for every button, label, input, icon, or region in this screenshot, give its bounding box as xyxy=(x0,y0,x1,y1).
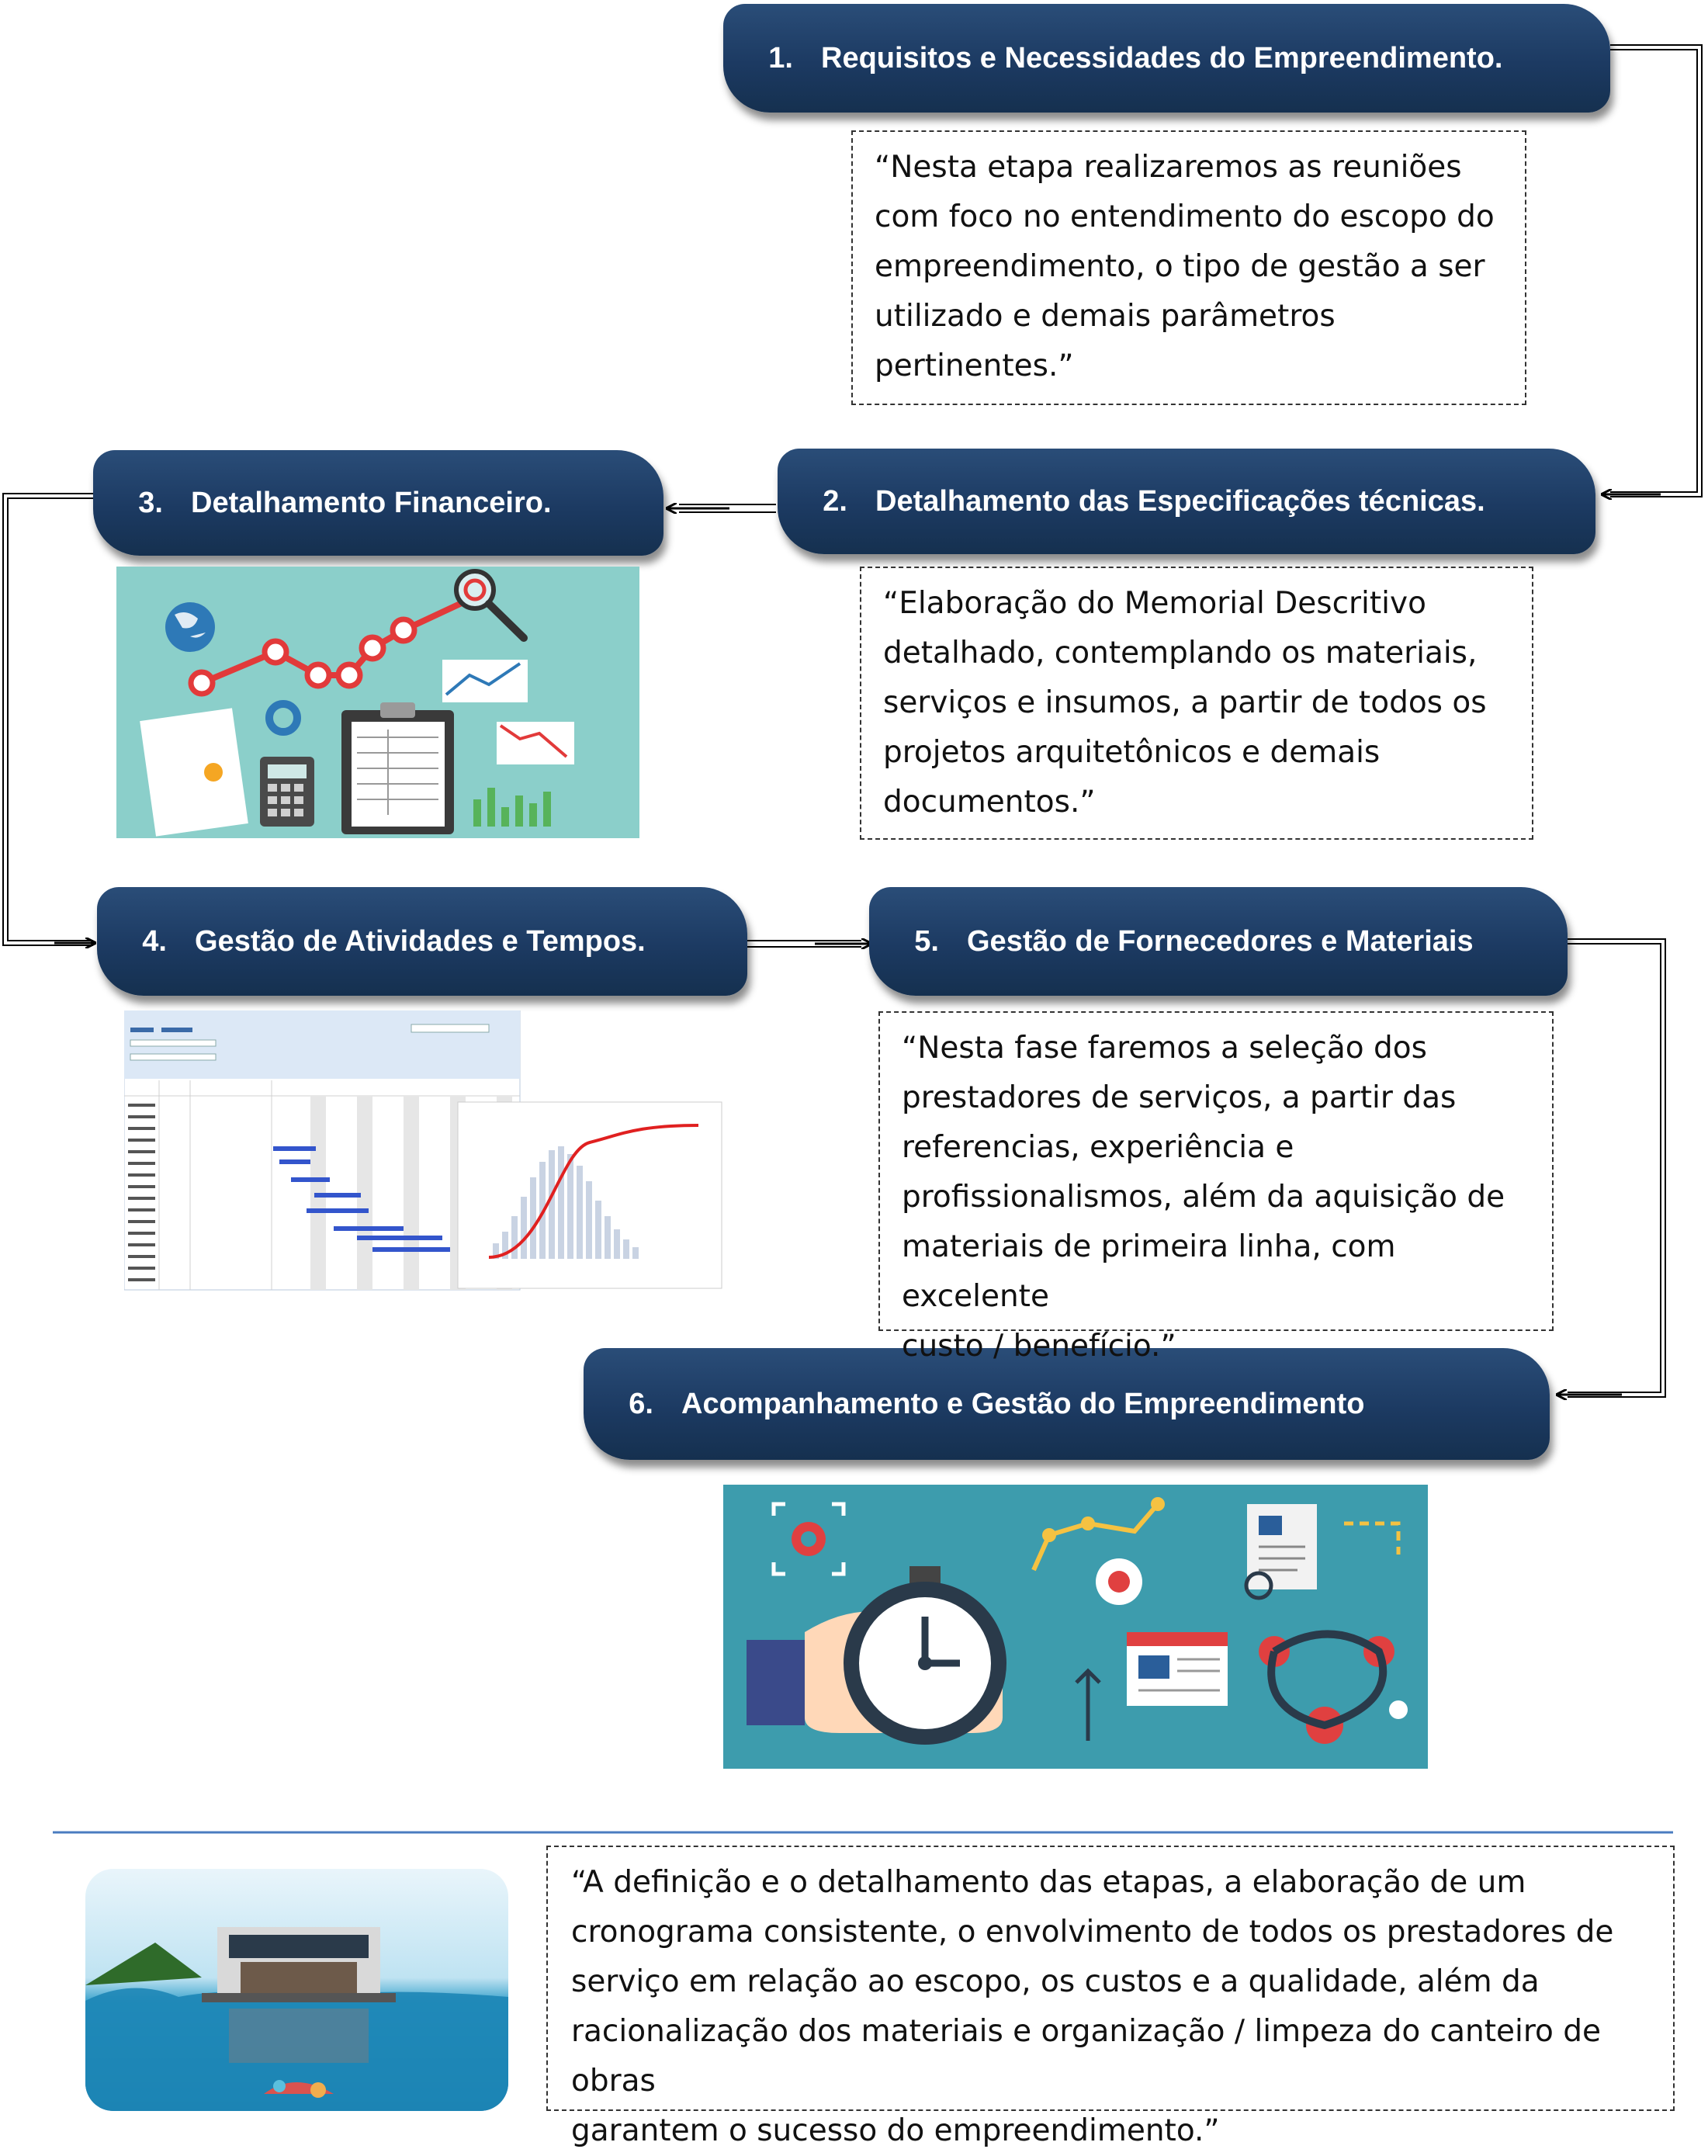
connector-1-2 xyxy=(1610,44,1703,497)
floating-house-photo xyxy=(85,1869,508,2111)
step-3-banner: 3. Detalhamento Financeiro. xyxy=(93,450,663,556)
step-number: 4. xyxy=(142,924,167,958)
schedule-illustration xyxy=(124,1010,726,1291)
step-2-description: “Elaboração do Memorial Descritivo detal… xyxy=(860,567,1533,840)
step-1-banner: 1. Requisitos e Necessidades do Empreend… xyxy=(723,4,1610,113)
gear-icon xyxy=(792,1522,826,1556)
step-4-banner: 4. Gestão de Atividades e Tempos. xyxy=(97,887,747,996)
step-2-banner: 2. Detalhamento das Especificações técni… xyxy=(778,449,1595,554)
step-title: Requisitos e Necessidades do Empreendime… xyxy=(821,41,1503,75)
finance-illustration xyxy=(116,567,639,838)
stopwatch-icon xyxy=(844,1566,1006,1745)
step-number: 2. xyxy=(823,484,847,518)
step-number: 1. xyxy=(768,41,793,75)
step-number: 3. xyxy=(138,486,163,519)
step-6-banner: 6. Acompanhamento e Gestão do Empreendim… xyxy=(584,1348,1550,1460)
step-title: Detalhamento Financeiro. xyxy=(191,486,552,519)
step-title: Gestão de Atividades e Tempos. xyxy=(195,924,646,958)
step-5-banner: 5. Gestão de Fornecedores e Materiais xyxy=(869,887,1568,996)
connector-3-4 xyxy=(2,493,93,946)
clipboard-icon xyxy=(341,702,454,834)
magnifier-icon xyxy=(454,569,528,642)
step-number: 5. xyxy=(914,924,939,958)
step-5-description: “Nesta fase faremos a seleção dos presta… xyxy=(878,1011,1554,1364)
connector-5-6 xyxy=(1568,938,1666,1398)
step-title: Acompanhamento e Gestão do Empreendiment… xyxy=(681,1387,1365,1420)
step-number: 6. xyxy=(629,1387,653,1420)
step-title: Gestão de Fornecedores e Materiais xyxy=(967,924,1474,958)
conclusion-text: “A definição e o detalhamento das etapas… xyxy=(546,1846,1675,2148)
calculator-icon xyxy=(260,757,314,827)
step-1-description: “Nesta etapa realizaremos as reuniões co… xyxy=(851,130,1526,405)
management-illustration xyxy=(723,1485,1428,1769)
step-title: Detalhamento das Especificações técnicas… xyxy=(875,484,1485,518)
